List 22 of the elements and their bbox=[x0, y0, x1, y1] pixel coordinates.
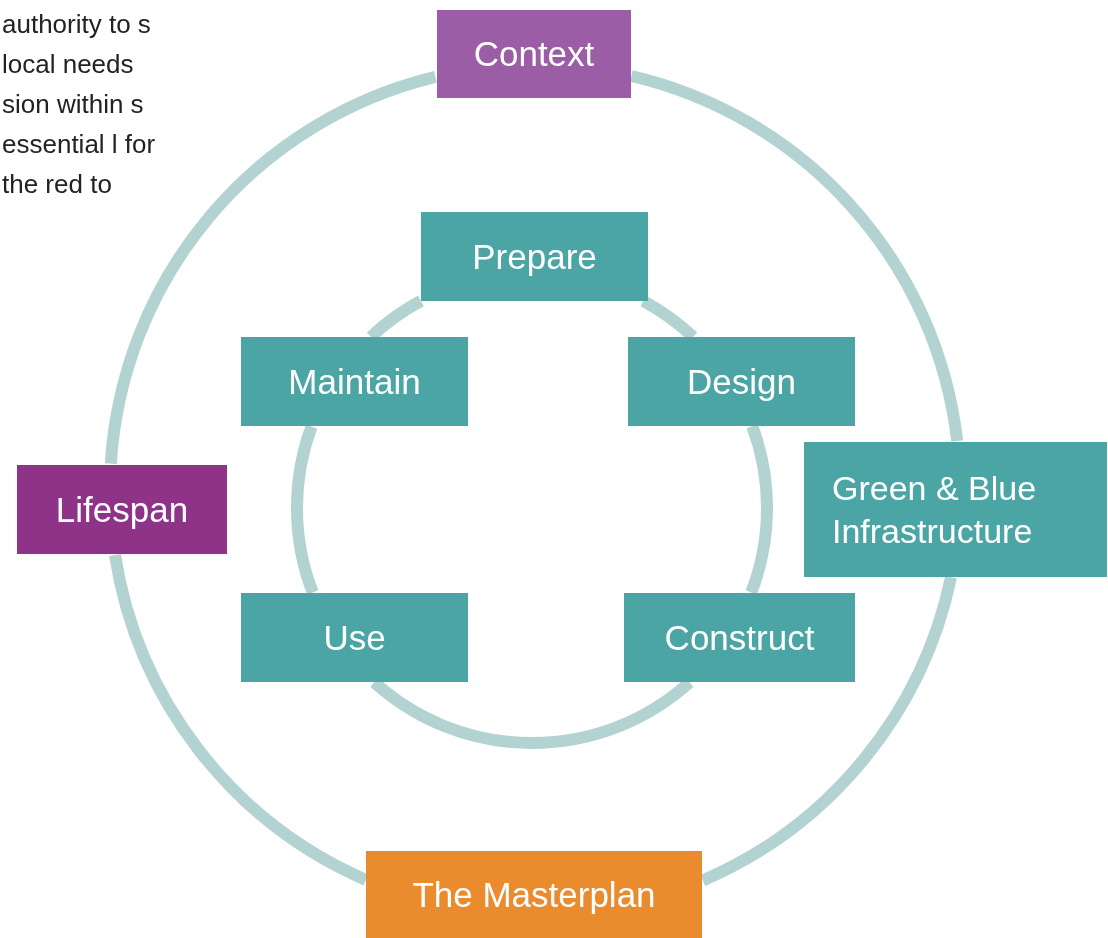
stage-box bbox=[17, 465, 227, 554]
stage-label: Prepare bbox=[472, 235, 597, 278]
stage-box bbox=[366, 851, 702, 938]
connector-arc bbox=[291, 424, 319, 595]
connector-arc bbox=[745, 424, 773, 595]
stage-box bbox=[437, 10, 631, 98]
stage-box bbox=[241, 337, 468, 426]
stage-box bbox=[628, 337, 855, 426]
stage-box bbox=[241, 593, 468, 682]
stage-label: Context bbox=[473, 33, 595, 76]
connector-arc bbox=[104, 71, 438, 465]
stage-box bbox=[804, 442, 1107, 577]
stage-box bbox=[421, 212, 648, 301]
stage-label: Maintain bbox=[288, 360, 421, 403]
paragraph-text: authority to s local needs sion within s essential l for the red to bbox=[2, 8, 157, 201]
stage-box bbox=[624, 593, 855, 682]
stage-label: Green & Blue Infrastructure bbox=[832, 468, 1038, 552]
stage-label: Construct bbox=[664, 616, 815, 659]
stage-label: Lifespan bbox=[55, 488, 189, 531]
stage-label: The Masterplan bbox=[412, 873, 656, 916]
stage-label: Design bbox=[687, 360, 796, 403]
stage-label: Use bbox=[323, 616, 386, 659]
